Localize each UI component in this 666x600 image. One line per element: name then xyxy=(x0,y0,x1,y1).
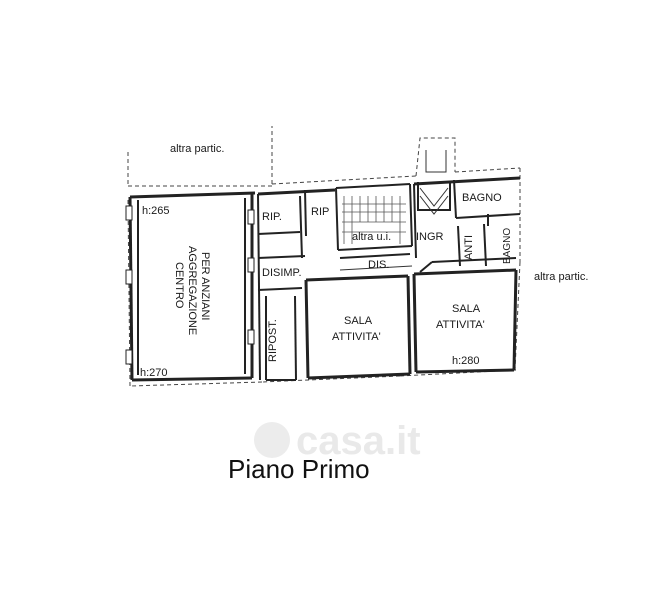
staircase xyxy=(342,196,406,244)
label-altra-partic-top: altra partic. xyxy=(170,143,224,155)
label-sala-1-a: SALA xyxy=(344,315,373,327)
bagno-2-label-group: BAGNO xyxy=(502,228,513,264)
label-bagno-2: BAGNO xyxy=(502,228,513,264)
chimney xyxy=(417,150,451,215)
ripost-label-group: RIPOST. xyxy=(267,319,279,362)
windows xyxy=(125,205,255,365)
label-anti: ANTI xyxy=(463,235,475,260)
watermark-text: casa.it xyxy=(296,419,421,463)
plan-title: Piano Primo xyxy=(228,454,370,484)
label-altra-partic-right: altra partic. xyxy=(534,271,588,283)
label-h280: h:280 xyxy=(452,355,480,367)
label-bagno-1: BAGNO xyxy=(462,192,502,204)
room-labels: altra partic. altra partic. h:265 h:270 … xyxy=(140,143,588,379)
label-sala-2-b: ATTIVITA' xyxy=(436,319,485,331)
label-h265: h:265 xyxy=(142,205,170,217)
label-rip-2: RIP xyxy=(311,206,329,218)
label-centro: CENTRO xyxy=(173,262,185,309)
anti-label-group: ANTI xyxy=(463,235,475,260)
label-dis: DIS. xyxy=(368,259,389,271)
centro-label-group: CENTRO AGGREGAZIONE PER ANZIANI xyxy=(173,246,211,335)
label-ripost: RIPOST. xyxy=(267,319,279,362)
label-rip-1: RIP. xyxy=(262,211,282,223)
label-altra-ui: altra u.i. xyxy=(352,231,391,243)
watermark: casa.it xyxy=(254,419,421,463)
label-per-anziani: PER ANZIANI xyxy=(199,252,211,320)
watermark-house-icon xyxy=(254,422,290,458)
label-sala-1-b: ATTIVITA' xyxy=(332,331,381,343)
label-h270: h:270 xyxy=(140,367,168,379)
label-aggregazione: AGGREGAZIONE xyxy=(186,246,198,335)
label-disimp: DISIMP. xyxy=(262,267,302,279)
label-sala-2-a: SALA xyxy=(452,303,481,315)
label-ingr: INGR xyxy=(416,231,444,243)
